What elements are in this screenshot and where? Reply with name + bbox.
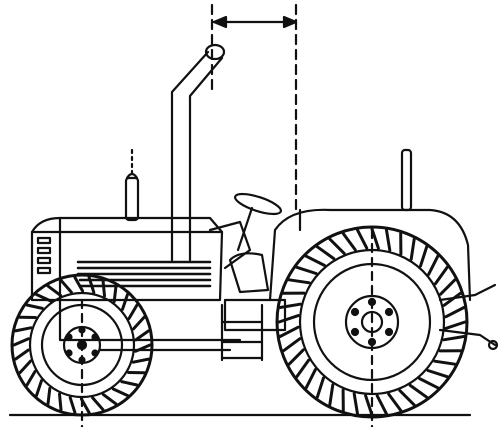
tread-lug (287, 348, 305, 366)
tread-lug (287, 278, 311, 285)
tread-lug (442, 335, 466, 342)
tread-lug (442, 291, 462, 307)
tread-lug (433, 359, 457, 366)
side-vents (76, 260, 212, 288)
tread-lug (101, 393, 118, 406)
tread-lug (444, 320, 467, 330)
tread-lug (87, 275, 96, 294)
tread-lug (364, 394, 374, 417)
tread-lug (315, 376, 325, 399)
tread-lug (127, 303, 139, 320)
seat (228, 252, 270, 294)
steering-wheel (208, 192, 283, 270)
tread-lug (14, 326, 33, 333)
tread-lug (427, 254, 440, 276)
tread-lug (385, 228, 392, 252)
front-wheel-tread (12, 275, 152, 415)
exhaust-stack (124, 148, 140, 222)
tread-lug (295, 358, 311, 379)
tread-lug (444, 306, 466, 319)
step-ladder (220, 303, 264, 362)
tread-lug (14, 348, 30, 361)
tread-lug (356, 228, 369, 250)
roll-bar (170, 43, 226, 262)
tread-lug (111, 387, 129, 397)
tread-lug (73, 275, 85, 293)
front-wheel (10, 273, 154, 417)
tread-lug (134, 343, 152, 353)
tread-lug (352, 392, 359, 416)
tread-lug (25, 303, 44, 310)
tread-lug (68, 396, 77, 415)
tread-lug (131, 357, 150, 364)
tread-lug (132, 315, 146, 331)
tread-lug (35, 379, 43, 397)
engine-hood (30, 216, 224, 302)
tread-lug (277, 314, 300, 324)
front-wheel-bolts (65, 326, 99, 364)
tread-lug (304, 368, 317, 390)
tread-lug (328, 237, 346, 255)
tread-lug (134, 329, 150, 342)
tread-lug (387, 392, 403, 412)
tread-lug (408, 383, 429, 399)
tread-lug (46, 386, 52, 406)
tread-lug (91, 396, 105, 412)
dimension-arrow (212, 15, 298, 29)
grille (36, 236, 52, 275)
rear-wheel-tread (277, 227, 467, 417)
tread-lug (304, 254, 326, 267)
tread-lug (295, 265, 318, 275)
tread-lug (419, 245, 429, 268)
tread-lug (120, 380, 139, 387)
tread-lug (370, 227, 380, 250)
tread-lug (35, 293, 53, 303)
tread-lug (282, 337, 302, 353)
tread-lug (18, 359, 32, 375)
tread-lug (341, 232, 357, 252)
rear-wheel (275, 225, 469, 419)
tread-lug (278, 325, 300, 338)
tread-lug (439, 278, 457, 296)
tread-lug (112, 284, 118, 304)
tread-lug (59, 278, 73, 294)
rear-fender (268, 208, 472, 302)
tread-lug (58, 392, 63, 412)
tread-lug (278, 302, 302, 309)
tread-lug (25, 370, 37, 387)
tread-lug (426, 369, 449, 379)
rear-wheel-bolts (350, 297, 394, 347)
tread-lug (12, 337, 30, 347)
tread-lug (418, 377, 440, 390)
tread-lug (375, 394, 388, 416)
tread-lug (315, 245, 336, 261)
tread-lug (79, 397, 91, 415)
tread-lug (398, 389, 416, 407)
tread-lug (433, 265, 449, 286)
tread-lug (46, 284, 63, 297)
tread-lug (409, 237, 416, 261)
tread-lug (328, 383, 335, 407)
tread-lug (101, 278, 106, 298)
rear-pipe (400, 148, 413, 212)
tread-lug (121, 293, 129, 311)
